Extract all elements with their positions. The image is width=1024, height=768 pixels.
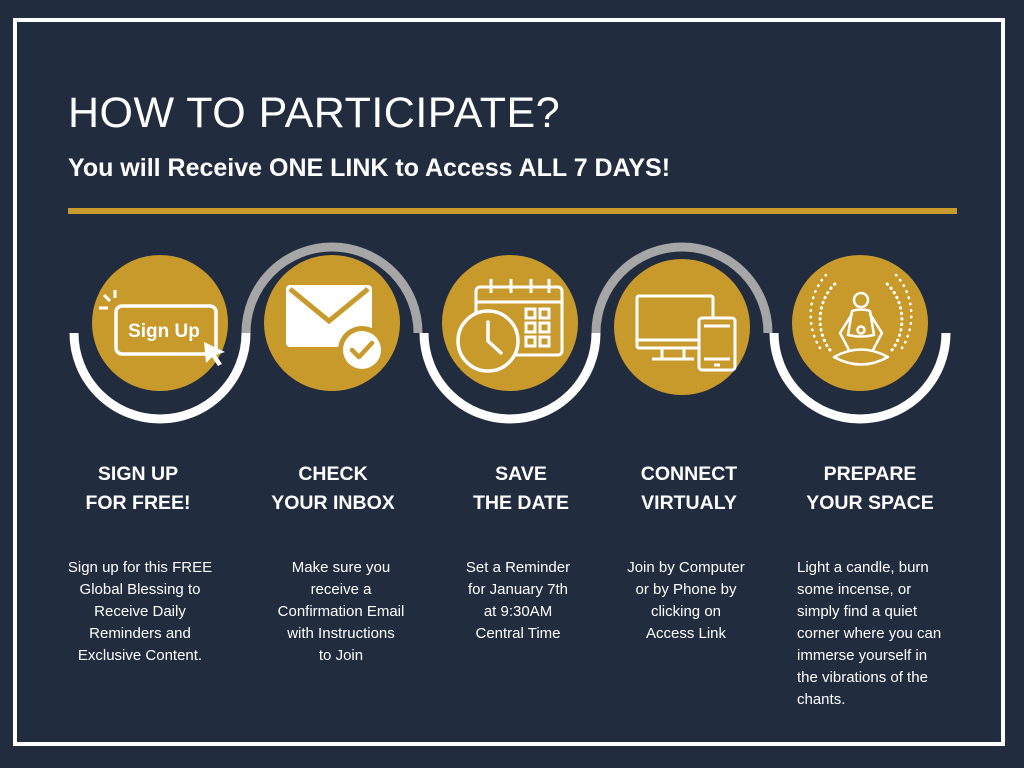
step-1-description: Sign up for this FREE Global Blessing to… <box>55 557 225 667</box>
step-1-desc-line: Reminders and <box>89 625 191 642</box>
step-3-title: SAVE THE DATE <box>436 460 606 518</box>
step-1-graphic: Sign Up <box>69 255 251 424</box>
step-4-desc-line: Access Link <box>645 625 727 642</box>
step-2-description: Make sure you receive a Confirmation Ema… <box>256 557 426 667</box>
step-2-desc-line: Confirmation Email <box>277 603 405 620</box>
step-4-desc-line: or by Phone by <box>635 581 737 598</box>
calendar-clock-icon <box>456 279 564 373</box>
step-3-arc <box>419 332 601 424</box>
step-1-circle <box>92 255 228 391</box>
step-1-desc-line: Global Blessing to <box>79 581 201 598</box>
step-5-arc <box>769 332 951 424</box>
step-2-desc-line: with Instructions <box>287 625 395 642</box>
step-4-desc-line: Join by Computer <box>627 559 745 576</box>
envelope-check-icon <box>286 285 386 374</box>
step-5-title-line-1: PREPARE <box>823 463 917 485</box>
step-3-title-line-1: SAVE <box>495 463 547 485</box>
step-2-desc-line: Make sure you <box>291 559 391 576</box>
step-5-desc-line: simply find a quiet <box>797 603 918 620</box>
step-1-title: SIGN UP FOR FREE! <box>53 460 223 518</box>
step-3-desc-line: at 9:30AM <box>483 603 553 620</box>
step-4-desc-line: clicking on <box>650 603 722 620</box>
step-5-desc-line: immerse yourself in <box>797 647 928 664</box>
step-5-desc-line: the vibrations of the <box>797 669 928 686</box>
step-3-graphic <box>419 255 601 424</box>
step-2-desc-line: to Join <box>318 647 364 664</box>
step-5-desc-line: Light a candle, burn <box>797 559 929 576</box>
sign-up-button-icon: Sign Up <box>99 290 225 366</box>
gold-divider <box>68 208 957 214</box>
step-5-title: PREPARE YOUR SPACE <box>785 460 955 518</box>
step-4-graphic <box>591 242 773 395</box>
step-1-title-line-2: FOR FREE! <box>85 492 191 514</box>
step-1-desc-line: Sign up for this FREE <box>67 559 213 576</box>
step-5-graphic <box>769 255 951 424</box>
step-5-desc-line: corner where you can <box>797 625 942 642</box>
step-2-title-line-1: CHECK <box>298 463 368 485</box>
step-2-graphic <box>241 242 423 391</box>
step-4-description: Join by Computer or by Phone by clicking… <box>601 557 771 645</box>
meditation-icon <box>809 273 913 366</box>
step-1-arc <box>69 332 251 424</box>
outer-frame <box>13 18 1005 746</box>
step-5-desc-line: some incense, or <box>797 581 912 598</box>
step-3-description: Set a Reminder for January 7th at 9:30AM… <box>433 557 603 645</box>
page-subtitle: You will Receive ONE LINK to Access ALL … <box>68 154 671 182</box>
step-2-arc <box>241 242 423 334</box>
step-3-desc-line: for January 7th <box>467 581 569 598</box>
step-2-title: CHECK YOUR INBOX <box>248 460 418 518</box>
step-3-title-line-2: THE DATE <box>472 492 570 514</box>
step-5-desc-line: chants. <box>797 691 846 708</box>
step-4-title-line-1: CONNECT <box>640 463 738 485</box>
step-1-desc-line: Exclusive Content. <box>77 647 203 664</box>
computer-phone-icon <box>635 294 737 372</box>
page-title: HOW TO PARTICIPATE? <box>68 89 561 137</box>
step-4-arc <box>591 242 773 334</box>
step-4-title-line-2: VIRTUALY <box>641 492 737 514</box>
step-5-circle <box>792 255 928 391</box>
step-3-desc-line: Set a Reminder <box>465 559 571 576</box>
step-4-title: CONNECT VIRTUALY <box>604 460 774 518</box>
step-5-description: Light a candle, burn some incense, or si… <box>797 557 997 711</box>
step-1-title-line-1: SIGN UP <box>97 463 179 485</box>
step-5-title-line-2: YOUR SPACE <box>806 492 934 514</box>
sign-up-icon-text: Sign Up <box>128 321 200 342</box>
step-2-desc-line: receive a <box>310 581 372 598</box>
step-2-title-line-2: YOUR INBOX <box>271 492 395 514</box>
step-1-desc-line: Receive Daily <box>94 603 186 620</box>
step-3-desc-line: Central Time <box>475 625 561 642</box>
